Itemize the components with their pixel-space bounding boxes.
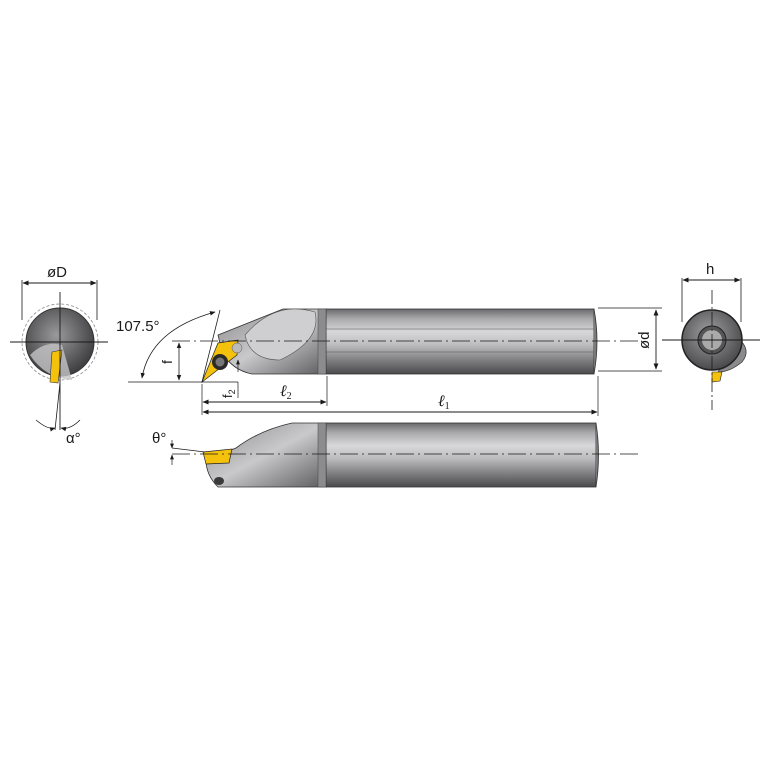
svg-text:f2: f2 [220,389,237,398]
overall-length-l1-label: ℓ1 [438,393,450,412]
shank-body [325,308,595,375]
tip-offset-f2-label: f2 [220,389,237,398]
diameter-D-label: øD [47,264,67,281]
head-length-l2-label: ℓ2 [280,383,292,402]
lead-angle-label: 107.5° [116,318,160,335]
right-end-view: h [662,261,760,410]
insert-icon-side [202,448,233,465]
top-view: 107.5° f f2 ℓ2 ℓ1 ød [116,307,662,416]
insert-icon [49,349,63,384]
shank-diameter-label: ød [636,331,653,349]
inclination-angle-label: θ° [152,430,166,447]
alpha-angle-label: α° [66,430,81,447]
side-shank-body [325,422,597,488]
insert-icon-end [711,371,723,383]
height-h-label: h [706,261,714,278]
offset-f-label: f [159,360,175,364]
left-end-view: øD α° [10,264,108,447]
side-view: θ° [152,422,638,488]
